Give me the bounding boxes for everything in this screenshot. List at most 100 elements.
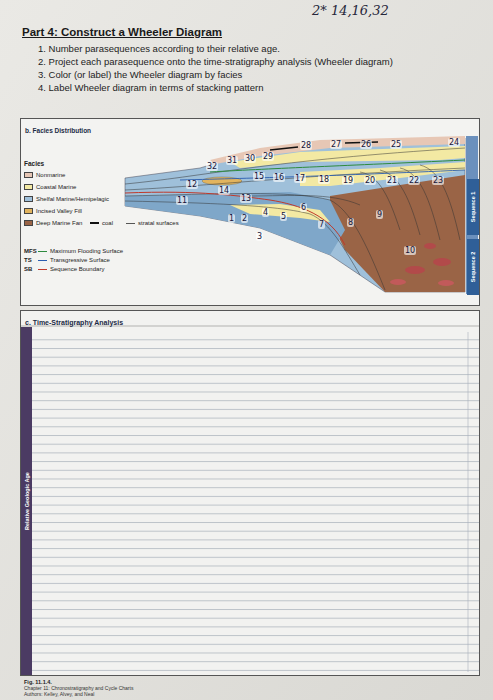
legend-text: Coastal Marine bbox=[36, 184, 76, 191]
parasequence-number: 29 bbox=[262, 152, 274, 161]
parasequence-number: 30 bbox=[244, 154, 256, 163]
parasequence-number: 16 bbox=[273, 173, 285, 182]
legend-text: coal bbox=[102, 220, 113, 227]
legend-entry: stratal surfaces bbox=[126, 220, 179, 227]
fan-lobe bbox=[390, 279, 406, 285]
legend-line-sample bbox=[38, 269, 47, 270]
facies-panel: b. Facies DistributionSequence 1 Sequence… bbox=[20, 118, 480, 306]
legend-swatch bbox=[24, 196, 33, 202]
sequence-band: Sequence 2 bbox=[467, 239, 479, 295]
legend-heading: Facies bbox=[24, 160, 44, 167]
parasequence-number: 18 bbox=[318, 175, 330, 184]
legend-text: stratal surfaces bbox=[138, 220, 179, 227]
parasequence-number: 19 bbox=[342, 176, 354, 185]
legend-entry: Nonmarine bbox=[24, 172, 65, 179]
legend-text: Sequence Boundary bbox=[50, 266, 104, 273]
legend-swatch bbox=[24, 208, 33, 214]
axis-band: Relative Geologic Age bbox=[21, 327, 32, 675]
parasequence-number: 24 bbox=[448, 138, 460, 147]
parasequence-number: 14 bbox=[218, 186, 230, 195]
panel-ground bbox=[20, 310, 480, 676]
parasequence-number: 21 bbox=[386, 176, 398, 185]
legend-entry: Transgressive Surface bbox=[38, 257, 110, 264]
lower-shelf-band bbox=[125, 192, 345, 255]
parasequence-number: 28 bbox=[300, 141, 312, 150]
worksheet-title: Part 4: Construct a Wheeler Diagram bbox=[22, 26, 222, 39]
parasequence-number: 1 bbox=[228, 214, 235, 223]
handwritten-note: 2* 14,16,32 bbox=[312, 4, 389, 19]
legend-entry: Deep Marine Fan bbox=[24, 220, 82, 227]
panel-ground bbox=[20, 118, 480, 306]
parasequence-number: 10 bbox=[404, 246, 416, 255]
band-label: Relative Geologic Age bbox=[23, 472, 29, 530]
legend-line-sample bbox=[90, 222, 99, 224]
parasequence-number: 31 bbox=[226, 156, 238, 165]
parasequence-number: 25 bbox=[390, 140, 402, 149]
grid-margin bbox=[468, 332, 469, 672]
fan-lobe bbox=[433, 258, 451, 266]
time-strat-panel: c. Time-Stratigraphy AnalysisRelative Ge… bbox=[20, 310, 480, 676]
legend-swatch bbox=[24, 220, 33, 226]
footer-note: Authors: Kelley, Alvey, and Neal bbox=[24, 692, 94, 698]
instruction-item: 3. Color (or label) the Wheeler diagram … bbox=[38, 70, 242, 81]
instruction-item: 1. Number parasequences according to the… bbox=[38, 44, 280, 55]
parasequence-number: 23 bbox=[432, 176, 444, 185]
legend-entry: Sequence Boundary bbox=[38, 266, 104, 273]
parasequence-number: 7 bbox=[318, 220, 325, 229]
instruction-item: 2. Project each parasequence onto the ti… bbox=[38, 57, 393, 68]
fan-lobe bbox=[438, 280, 454, 286]
legend-swatch bbox=[24, 172, 33, 178]
shelf-fill bbox=[125, 138, 465, 292]
figure-caption: Fig. 11.1.4. bbox=[24, 679, 52, 685]
parasequence-number: 2 bbox=[241, 214, 248, 223]
legend-text: Shelfal Marine/Hemipelagic bbox=[36, 196, 109, 203]
instruction-item: 4. Label Wheeler diagram in terms of sta… bbox=[38, 83, 263, 94]
legend-line-sample bbox=[38, 251, 47, 252]
surface-abbreviation: SB bbox=[24, 266, 32, 273]
parasequence-number: 26 bbox=[360, 140, 372, 149]
legend-entry: Maximum Flooding Surface bbox=[38, 248, 123, 255]
panel-heading: c. Time-Stratigraphy Analysis bbox=[21, 317, 127, 328]
fan-lobe bbox=[405, 266, 425, 274]
parasequence-number: 6 bbox=[300, 203, 307, 212]
parasequence-number: 4 bbox=[262, 208, 269, 217]
panel-heading: b. Facies Distribution bbox=[21, 125, 95, 136]
parasequence-number: 9 bbox=[376, 210, 383, 219]
coal-seam bbox=[270, 147, 298, 150]
legend-text: Deep Marine Fan bbox=[36, 220, 82, 227]
sequence-band: Sequence 1 bbox=[467, 179, 479, 235]
footer-note: Chapter 11: Chronostratigraphy and Cycle… bbox=[24, 686, 133, 692]
band-label: Sequence 1 bbox=[470, 192, 476, 223]
legend-text: Maximum Flooding Surface bbox=[50, 248, 123, 255]
parasequence-number: 11 bbox=[176, 196, 188, 205]
legend-entry: Shelfal Marine/Hemipelagic bbox=[24, 196, 109, 203]
legend-entry: Incised Valley Fill bbox=[24, 208, 82, 215]
legend-line-sample bbox=[126, 223, 135, 224]
deep-fan-region bbox=[330, 175, 465, 292]
fan-lobe bbox=[424, 243, 436, 249]
parasequence-number: 5 bbox=[280, 212, 287, 221]
grid-lines bbox=[31, 332, 480, 672]
parasequence-number: 12 bbox=[186, 180, 198, 189]
cross-section bbox=[125, 136, 465, 292]
coastal-band bbox=[230, 204, 330, 222]
stratal-surfaces bbox=[125, 148, 465, 290]
parasequence-number: 22 bbox=[408, 176, 420, 185]
legend-swatch bbox=[24, 184, 33, 190]
parasequence-number: 13 bbox=[240, 194, 252, 203]
legend-line-sample bbox=[38, 260, 47, 261]
parasequence-number: 17 bbox=[294, 174, 306, 183]
parasequence-number: 15 bbox=[253, 172, 265, 181]
coastal-band bbox=[300, 162, 465, 186]
parasequence-number: 8 bbox=[347, 218, 354, 227]
parasequence-number: 32 bbox=[206, 162, 218, 171]
sequence-boundary bbox=[125, 192, 345, 245]
legend-text: Incised Valley Fill bbox=[36, 208, 82, 215]
surface-abbreviation: MFS bbox=[24, 248, 37, 255]
parasequence-number: 3 bbox=[256, 232, 263, 241]
legend-text: Nonmarine bbox=[36, 172, 65, 179]
band-label: Sequence 2 bbox=[470, 252, 476, 283]
